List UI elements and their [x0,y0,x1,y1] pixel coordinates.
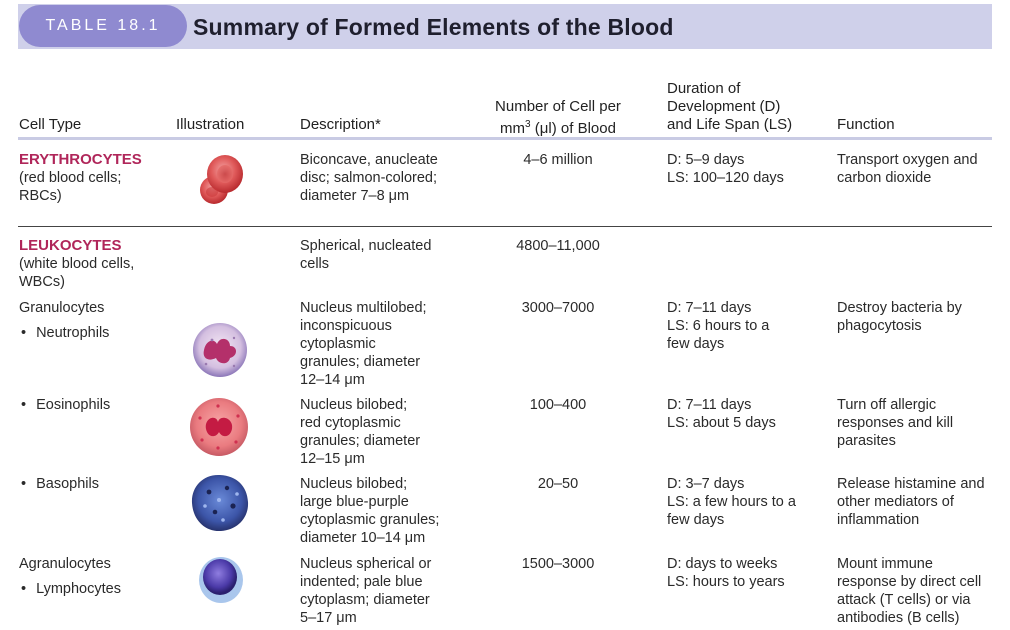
eosinophils-duration: D: 7–11 days LS: about 5 days [667,397,776,431]
leukocytes-number: 4800–11,000 [516,238,600,254]
eosinophils-name: Eosinophils [19,396,110,414]
erythrocyte-illustration [192,150,248,213]
header-duration-line3: and Life Span (LS) [667,116,793,133]
lymphocytes-function: Mount immune response by direct cell att… [837,556,982,626]
neutrophils-function: Destroy bacteria by phagocytosis [837,300,962,334]
eosinophil-illustration [188,396,250,463]
basophils-description: Nucleus bilobed; large blue-purple cytop… [300,476,440,546]
eosinophils-number: 100–400 [529,397,587,413]
header-number-line1: Number of Cell per [495,98,621,115]
neutrophils-duration: D: 7–11 days LS: 6 hours to a few days [667,300,770,352]
table-title: Summary of Formed Elements of the Blood [193,14,674,40]
lymphocyte-illustration [197,553,245,610]
erythrocytes-name: ERYTHROCYTES [19,151,142,168]
neutrophils-name: Neutrophils [19,324,109,342]
basophils-function: Release histamine and other mediators of… [837,476,985,528]
neutrophils-number: 3000–7000 [521,300,595,316]
table-number-tab: TABLE 18.1 [19,5,187,47]
header-duration-line2: Development (D) [667,98,781,115]
header-cell-type: Cell Type [19,116,82,133]
erythrocytes-function: Transport oxygen and carbon dioxide [837,152,978,186]
header-number-unit: mm [500,120,526,137]
erythrocytes-subtitle: (red blood cells; RBCs) [19,170,122,204]
lymphocytes-description: Nucleus spherical or indented; pale blue… [300,556,432,626]
basophils-duration: D: 3–7 days LS: a few hours to a few day… [667,476,796,528]
neutrophils-description: Nucleus multilobed; inconspicuous cytopl… [300,300,427,388]
leukocytes-description: Spherical, nucleated cells [300,238,432,272]
erythrocytes-description: Biconcave, anucleate disc; salmon-colore… [300,152,438,204]
eosinophils-description: Nucleus bilobed; red cytoplasmic granule… [300,397,421,467]
agranulocytes-label: Agranulocytes [19,556,111,572]
lymphocytes-number: 1500–3000 [521,556,595,572]
lymphocytes-duration: D: days to weeks LS: hours to years [667,556,785,590]
leukocytes-name: LEUKOCYTES [19,237,122,254]
lymphocytes-name: Lymphocytes [19,580,121,598]
basophil-illustration [189,472,251,539]
header-description: Description* [300,116,381,133]
basophils-name: Basophils [19,475,99,493]
header-duration-line1: Duration of [667,80,741,97]
row-divider [18,226,992,227]
header-number-line2: mm3 (μl) of Blood [478,116,638,138]
erythrocytes-number: 4–6 million [523,152,593,168]
header-number-sup: 3 [525,119,531,130]
granulocytes-label: Granulocytes [19,300,105,316]
erythrocytes-duration: D: 5–9 days LS: 100–120 days [667,152,784,186]
header-divider [18,137,992,140]
header-function: Function [837,116,895,133]
header-number: Number of Cell per mm3 (μl) of Blood [478,98,638,138]
leukocytes-subtitle: (white blood cells, WBCs) [19,256,135,290]
basophils-number: 20–50 [537,476,579,492]
header-duration: Duration of Development (D) and Life Spa… [667,80,792,134]
neutrophil-illustration [190,320,250,385]
eosinophils-function: Turn off allergic responses and kill par… [837,397,954,449]
header-number-rest: (μl) of Blood [530,120,616,137]
header-illustration: Illustration [176,116,245,133]
